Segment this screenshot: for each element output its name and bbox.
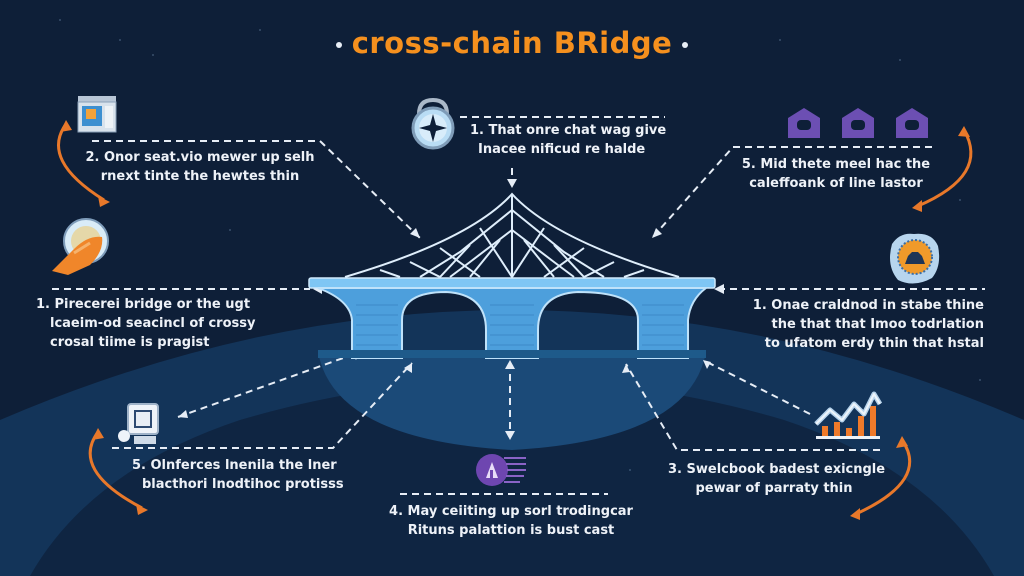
background-arc-inner [30,380,994,576]
connector-bottom-right-a [702,359,811,415]
label-line: crosal tiime is pragist [50,335,210,350]
node-label-top-right: 5. Mid thete meel hac the caleffoank of … [736,155,936,193]
label-line: caleffoank of line lastor [749,176,923,191]
node-label-bottom-left: 5. Olnferces lnenila the lner blacthori … [132,456,344,494]
label-line: 5. Olnferces lnenila the lner [132,458,337,473]
label-line: blacthori lnodtihoc protisss [142,477,344,492]
title-text: cross-chain BRidge [351,26,673,60]
chain-arrow-bottom-left [88,431,143,510]
link-chain-icon [788,108,928,138]
fast-token-icon [476,454,526,486]
bridge-water-line [318,350,706,358]
node-label-mid-left: 1. Pirecerei bridge or the ugt lcaeim-od… [36,295,255,352]
title-dot-left [335,42,342,48]
coin-badge-icon [890,233,940,284]
title-dot-right [682,42,689,48]
node-label-top-left: 2. Onor seat.vio mewer up selh rnext tin… [84,148,316,186]
growth-chart-icon [814,391,882,439]
label-line: to ufatom erdy thin that hstal [764,336,984,351]
connector-top-left [92,140,421,239]
rocket-icon [52,218,109,275]
bridge-truss [344,192,680,279]
label-line: 5. Mid thete meel hac the [741,157,931,172]
chain-arrowheads [60,120,970,520]
label-line: 1. Pirecerei bridge or the ugt [36,297,251,312]
stars [59,19,981,471]
label-line: Rituns palattion is bust cast [407,523,615,538]
server-icon [77,96,117,133]
label-line: Inacee nificud re halde [478,142,646,157]
label-line: 1. That onre chat wag give [470,123,667,138]
connector-bottom-left-a [177,351,361,418]
label-line: lcaeim-od seacincl of crossy [50,316,256,331]
bridge-shadow-bowl [318,352,706,450]
bridge-piers [317,287,709,359]
chain-arrow-top-right [917,129,973,208]
node-label-bottom-center: 4. May ceiiting up sorl trodingcar Ritun… [380,502,642,540]
node-label-top-center: 1. That onre chat wag give Inacee nificu… [470,121,666,159]
connector-lines [52,116,985,495]
connector-bottom-right-b [625,363,880,451]
label-line: 3. Swelcbook badest exicngle [668,462,886,477]
label-line: rnext tinte the hewtes thin [100,169,300,184]
bridge [308,192,716,359]
connector-top-right [651,146,932,239]
computer-icon [118,403,159,444]
compass-lock-icon [411,97,455,150]
bridge-deck [308,277,716,289]
label-line: the that that Imoo todrlation [771,317,985,332]
label-line: 1. Onae craldnod in stabe thine [752,298,984,313]
node-label-mid-right: 1. Onae craldnod in stabe thine the that… [740,296,984,353]
connector-bottom-left-b [112,362,413,449]
label-line: 2. Onor seat.vio mewer up selh [85,150,315,165]
page-title: cross-chain BRidge [0,26,1024,60]
chain-arrow-bottom-right [855,439,912,516]
label-line: 4. May ceiiting up sorl trodingcar [389,504,633,519]
node-label-bottom-right: 3. Swelcbook badest exicngle pewar of pa… [668,460,886,498]
label-line: pewar of parraty thin [695,481,853,496]
